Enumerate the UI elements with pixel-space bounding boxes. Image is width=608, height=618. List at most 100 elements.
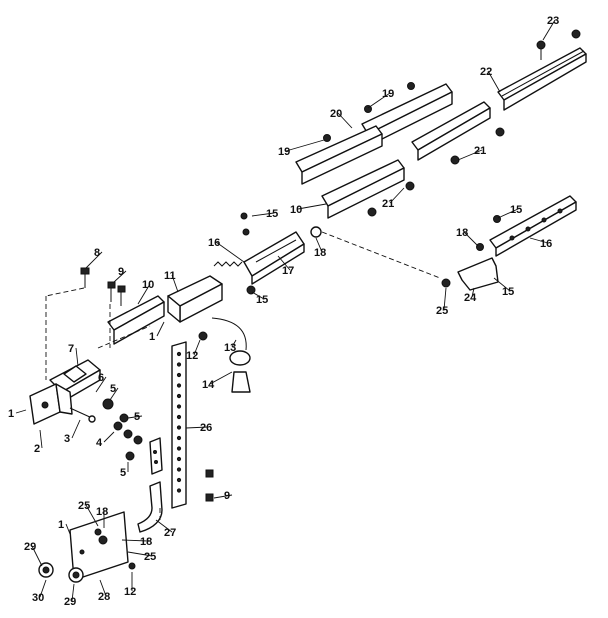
leader-line <box>542 19 556 41</box>
leader-line <box>156 321 165 337</box>
bolts-8-9 <box>80 267 126 306</box>
callout-number: 8 <box>94 247 100 259</box>
callout-18: 18 <box>456 227 479 247</box>
callout-8: 8 <box>85 247 103 269</box>
callout-number: 1 <box>149 331 155 343</box>
callout-number: 15 <box>502 286 514 298</box>
leader-line <box>463 231 479 247</box>
leader-line <box>39 579 47 598</box>
callout-number: 15 <box>510 204 522 216</box>
leader-line <box>71 419 81 439</box>
callout-13: 13 <box>224 339 237 354</box>
callout-number: 12 <box>186 350 198 362</box>
strap-hole <box>176 477 182 483</box>
callout-4: 4 <box>96 431 115 449</box>
callout-number: 3 <box>64 433 70 445</box>
rail-10-left <box>107 295 165 345</box>
callout-number: 9 <box>224 490 230 502</box>
leader-line <box>193 339 201 356</box>
callout-29: 29 <box>64 583 76 608</box>
leader-line <box>251 212 275 217</box>
leader-line <box>103 431 115 443</box>
leader-line <box>95 376 107 393</box>
callout-19: 19 <box>278 139 325 158</box>
leader-line <box>213 494 233 499</box>
callout-17: 17 <box>277 255 294 277</box>
callout-number: 21 <box>474 145 486 157</box>
callout-6: 6 <box>95 372 107 393</box>
callout-number: 21 <box>382 198 394 210</box>
callout-number: 6 <box>98 372 104 384</box>
leader-line <box>65 523 71 535</box>
strap-hole <box>176 362 182 367</box>
callout-number: 18 <box>456 227 468 239</box>
release-handle-14 <box>211 317 251 393</box>
callout-1: 1 <box>149 321 165 343</box>
track-16-rear <box>476 195 577 257</box>
callout-21: 21 <box>457 145 486 161</box>
callout-9: 9 <box>213 490 233 502</box>
callout-number: 20 <box>330 108 342 120</box>
guide-lines <box>45 231 441 520</box>
strap-hole <box>176 393 182 399</box>
callout-14: 14 <box>202 371 233 391</box>
callout-number: 13 <box>224 342 236 354</box>
callout-number: 22 <box>480 66 492 78</box>
washers-4-5 <box>102 398 143 461</box>
callout-number: 30 <box>32 592 44 604</box>
callout-number: 25 <box>144 551 156 563</box>
callout-number: 9 <box>118 266 124 278</box>
callout-number: 15 <box>266 208 278 220</box>
leader-line <box>471 287 475 298</box>
callout-18: 18 <box>121 536 152 548</box>
callout-26: 26 <box>185 422 212 434</box>
callout-number: 18 <box>96 506 108 518</box>
leader-line <box>39 429 43 449</box>
callout-number: 17 <box>282 265 294 277</box>
callout-30: 30 <box>32 579 47 604</box>
callout-21: 21 <box>382 187 405 210</box>
leader-line <box>99 579 107 597</box>
callout-9: 9 <box>113 266 127 283</box>
bolts-9-lower <box>205 469 214 502</box>
leader-line <box>31 545 43 567</box>
leader-line <box>277 255 291 271</box>
callout-20: 20 <box>330 108 353 129</box>
callout-number: 2 <box>34 443 40 455</box>
callout-number: 16 <box>208 237 220 249</box>
callout-number: 1 <box>8 408 14 420</box>
callout-16: 16 <box>529 237 552 250</box>
front-bracket-2 <box>29 383 73 425</box>
callout-25: 25 <box>436 287 448 317</box>
strap-hole <box>176 351 182 357</box>
leader-line <box>231 339 237 348</box>
callout-10: 10 <box>137 279 154 305</box>
callout-number: 25 <box>78 500 90 512</box>
callout-12: 12 <box>186 339 201 362</box>
callout-24: 24 <box>464 287 477 304</box>
strap-hole <box>176 372 182 378</box>
callout-number: 10 <box>290 204 302 216</box>
strap-hole <box>176 414 182 420</box>
leader-line <box>497 208 519 219</box>
leader-line <box>137 283 151 305</box>
leader-line <box>487 70 501 93</box>
strap-hole <box>176 446 182 451</box>
leader-line <box>529 237 549 244</box>
leader-line <box>457 149 483 161</box>
angle-rail-22-middle <box>411 101 505 161</box>
bracket-24 <box>441 257 499 291</box>
leader-line <box>367 92 391 109</box>
trolley-17 <box>213 212 322 295</box>
callout-23: 23 <box>542 15 559 41</box>
callout-number: 18 <box>314 247 326 259</box>
strap-hole <box>176 383 182 388</box>
callout-7: 7 <box>68 343 79 367</box>
callout-15: 15 <box>251 291 268 306</box>
callout-number: 24 <box>464 292 477 304</box>
callout-5: 5 <box>120 462 129 479</box>
callout-number: 19 <box>382 88 394 100</box>
small-strap <box>149 437 163 475</box>
callout-number: 15 <box>256 294 268 306</box>
strap-hole <box>176 456 182 462</box>
